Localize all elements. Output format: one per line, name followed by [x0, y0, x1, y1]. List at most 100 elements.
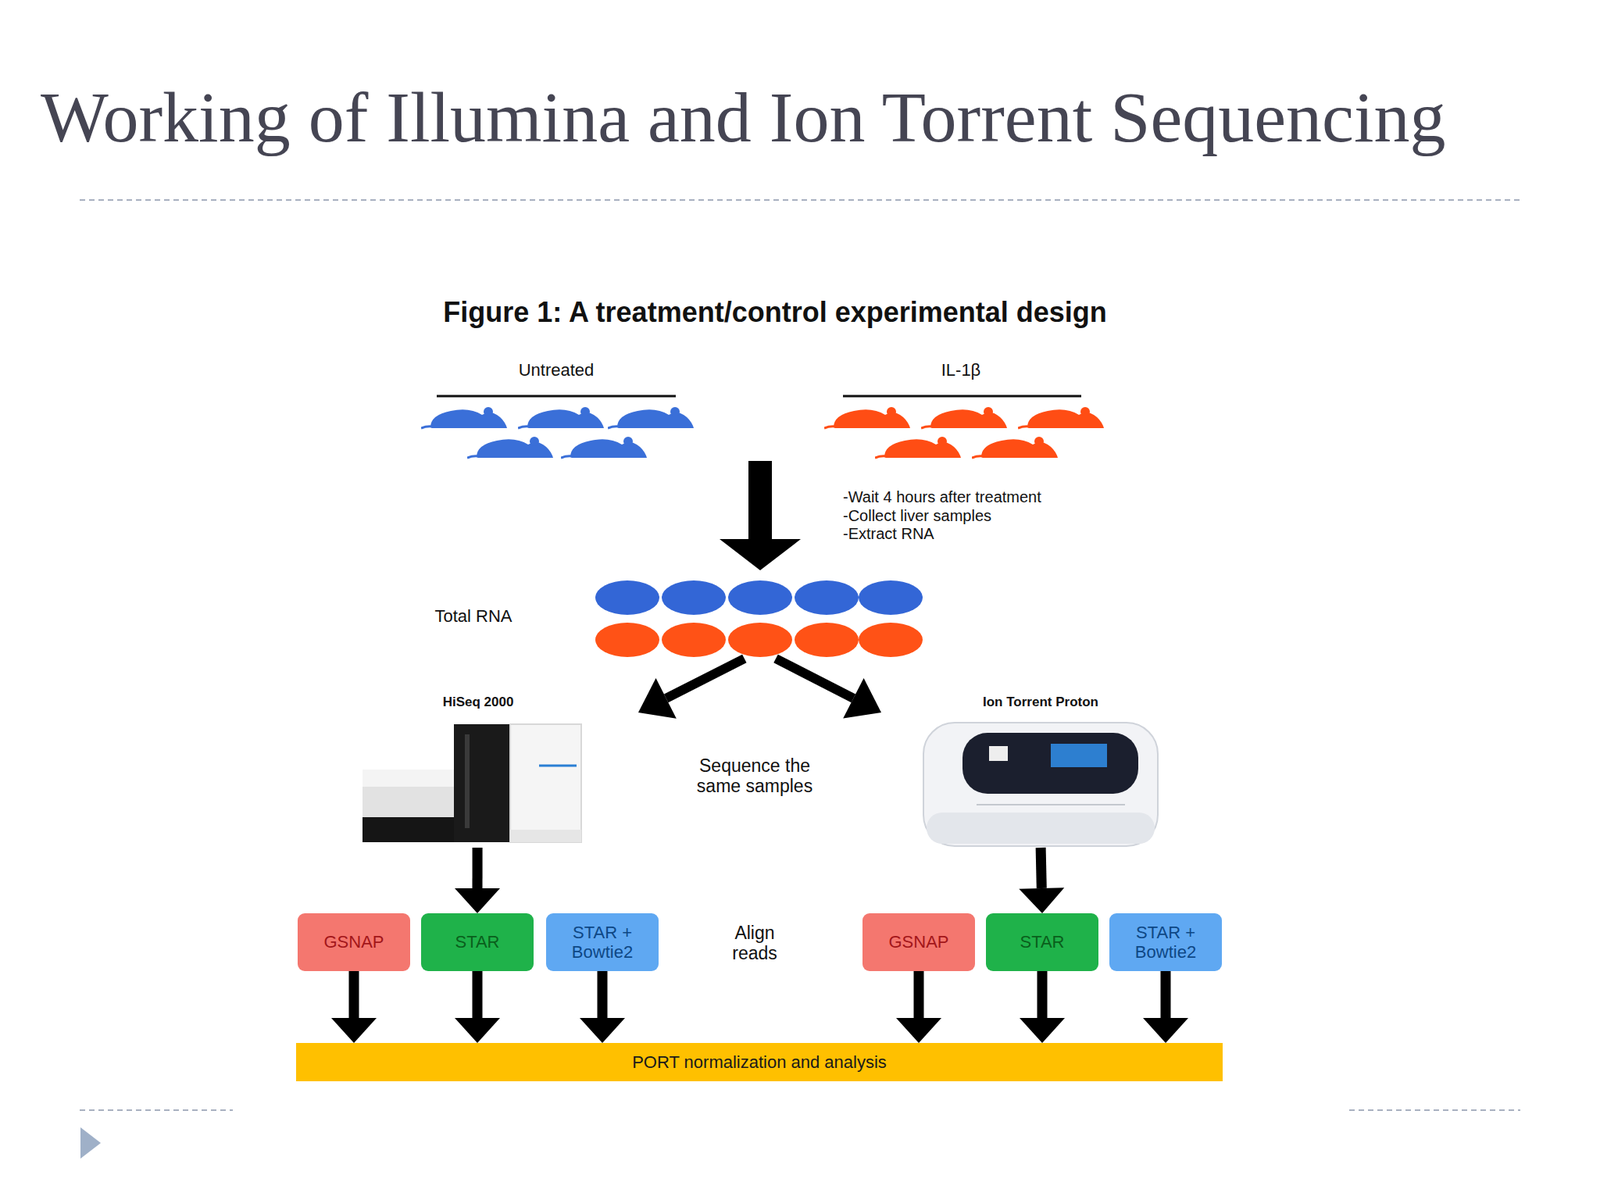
mouse-icon: [971, 436, 1058, 458]
flow-arrow: [454, 971, 500, 1043]
machine-part: [362, 769, 460, 787]
divider-line: [1349, 1109, 1521, 1111]
mouse-icon: [824, 407, 911, 429]
rna-sample: [595, 622, 660, 658]
box-label: PORT normalization and analysis: [632, 1052, 887, 1072]
annotation-label: Untreated: [518, 360, 595, 380]
sequencer-machine: Ion Torrent Proton: [881, 691, 1163, 848]
machine-part: [453, 724, 511, 843]
slide-bullet: [80, 1127, 101, 1159]
annotation-label: -Extract RNA: [842, 525, 935, 543]
analysis-band: PORT normalization and analysis: [296, 1042, 1223, 1082]
arrow-head: [1019, 1017, 1065, 1043]
mouse-icon: [921, 407, 1008, 429]
arrow-shaft: [1040, 847, 1042, 889]
box-label: STAR + Bowtie2: [549, 922, 656, 963]
flow-arrow: [579, 971, 625, 1043]
rna-sample: [728, 580, 793, 615]
machine-part: [362, 817, 460, 843]
machine-part: [362, 769, 460, 843]
mouse-icon: [607, 407, 694, 429]
rna-sample-row: [595, 622, 923, 658]
figure-caption: Figure 1: A treatment/control experiment…: [442, 296, 1108, 329]
rna-sample: [595, 580, 660, 615]
flow-arrow: [331, 971, 377, 1043]
ion-torrent-illustration: [923, 722, 1158, 847]
machine-part: [962, 732, 1139, 794]
arrow-head: [896, 1017, 942, 1043]
rna-sample: [858, 580, 923, 615]
annotation-label: -Collect liver samples: [842, 507, 992, 525]
machine-part: [926, 812, 1155, 844]
arrow-head: [638, 678, 677, 719]
machine-part: [464, 734, 470, 829]
machine-part: [539, 764, 577, 768]
node-label: HiSeq 2000: [357, 694, 600, 711]
machine-part: [923, 722, 1158, 847]
arrow-shaft: [349, 971, 360, 1018]
arrow-shaft: [597, 971, 608, 1018]
mouse-icon: [1017, 407, 1104, 429]
mouse-icon: [875, 436, 961, 458]
arrow-shaft: [1160, 971, 1172, 1018]
arrow-shaft: [775, 658, 854, 699]
flow-arrow: [638, 658, 745, 719]
sequencer-machine: HiSeq 2000: [357, 691, 639, 848]
machine-part: [976, 803, 1125, 806]
node-label: Total RNA: [406, 606, 541, 626]
arrow-shaft: [666, 658, 745, 699]
mouse-icon: [517, 407, 604, 429]
annotation-label: -Wait 4 hours after treatment: [842, 488, 1042, 507]
flow-arrow: [896, 971, 942, 1043]
slide-title: Working of Illumina and Ion Torrent Sequ…: [40, 81, 1447, 154]
arrow-head: [454, 1017, 500, 1043]
aligner-box: STAR + Bowtie2: [546, 913, 659, 972]
arrow-head: [454, 888, 500, 914]
hiseq-illustration: [362, 724, 582, 843]
group-bracket: [842, 395, 1082, 398]
arrow-head: [579, 1017, 625, 1043]
arrow-shaft: [914, 971, 925, 1018]
node-label: Ion Torrent Proton: [923, 694, 1158, 711]
arrow-shaft: [472, 971, 483, 1018]
box-label: GSNAP: [323, 932, 384, 952]
aligner-box: GSNAP: [297, 913, 411, 972]
rna-sample: [858, 622, 923, 658]
step-note: Align reads: [715, 922, 794, 965]
arrow-head: [331, 1017, 377, 1043]
machine-part: [510, 724, 582, 843]
process-arrow: [719, 460, 801, 571]
aligner-box: GSNAP: [862, 913, 975, 972]
rna-sample: [728, 622, 793, 658]
rna-sample: [794, 622, 859, 658]
arrow-head: [1142, 1017, 1189, 1043]
step-note: Sequence the same samples: [684, 755, 825, 797]
box-label: STAR: [454, 932, 500, 952]
rna-sample: [661, 622, 726, 658]
rna-sample-row: [595, 580, 923, 615]
aligner-box: STAR: [421, 913, 534, 972]
mouse-icon: [467, 436, 554, 458]
annotation-label: IL-1β: [941, 360, 982, 380]
box-label: STAR: [1019, 932, 1065, 952]
flow-arrow: [1142, 971, 1189, 1043]
aligner-box: STAR + Bowtie2: [1109, 913, 1222, 972]
machine-part: [510, 829, 582, 843]
machine-part: [989, 746, 1008, 761]
arrow-head: [1018, 887, 1065, 914]
flow-arrow: [1019, 971, 1065, 1043]
mouse-icon: [560, 436, 647, 458]
rna-sample: [661, 580, 726, 615]
mouse-icon: [421, 407, 508, 429]
arrow-head: [842, 678, 882, 719]
arrow-shaft: [1037, 971, 1048, 1018]
rna-group: Total RNA: [406, 576, 930, 659]
group-bracket: [436, 395, 676, 398]
machine-part: [1050, 743, 1108, 768]
mouse-group: [421, 407, 694, 458]
divider-line: [79, 199, 1521, 201]
flow-arrow: [1018, 847, 1065, 914]
aligner-box: STAR: [985, 913, 1099, 972]
divider-line: [79, 1109, 233, 1111]
flow-arrow: [775, 658, 882, 719]
